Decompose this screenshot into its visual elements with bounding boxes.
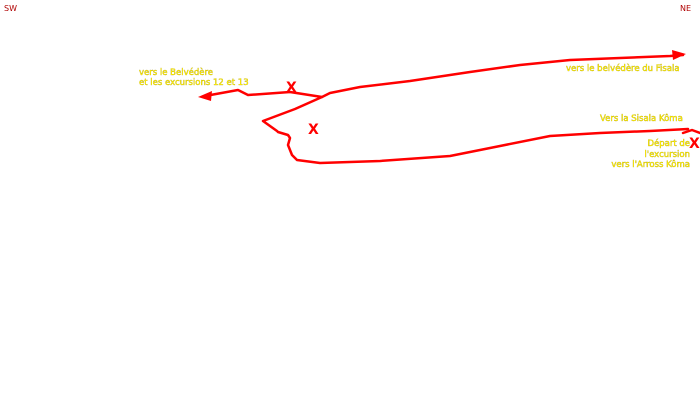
label-depart-line1: Départ de xyxy=(647,138,690,149)
x-marker-icon-3: X xyxy=(689,136,700,152)
label-depart-line3: vers l'Arross Kôma xyxy=(611,159,690,170)
label-fisala: vers le belvédère du Fisala xyxy=(566,63,680,74)
x-marker-icon-2: X xyxy=(308,122,319,138)
compass-ne-label: NE xyxy=(680,4,691,13)
arrow-icon-east xyxy=(672,50,686,60)
route-belvedere-fisala xyxy=(203,53,685,99)
x-marker-icon-1: X xyxy=(286,80,297,96)
label-sisala: Vers la Sisala Kôma xyxy=(600,113,683,124)
arrow-icon-west xyxy=(198,91,212,101)
route-loop-sisala xyxy=(261,95,690,165)
label-belvedere-line1: vers le Belvédère xyxy=(139,67,213,78)
compass-sw-label: SW xyxy=(4,4,17,13)
route-spur-arross xyxy=(681,128,700,135)
label-belvedere-line2: et les excursions 12 et 13 xyxy=(139,78,249,88)
label-depart-line2: l'excursion xyxy=(644,150,690,160)
